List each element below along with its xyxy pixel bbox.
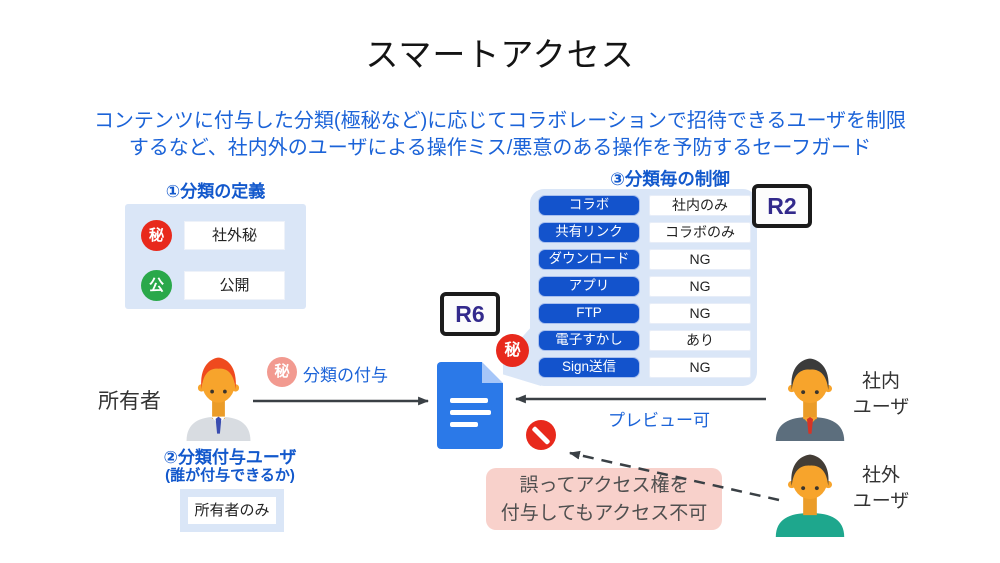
external-user-avatar (775, 454, 845, 537)
control-value-box: NG (649, 276, 751, 297)
document-secret-badge: 秘 (496, 334, 529, 367)
assign-user-value: 所有者のみ (188, 497, 276, 524)
document-fold-corner (482, 362, 503, 383)
document-text-line (450, 398, 488, 403)
assign-user-subheading: (誰が付与できるか) (165, 467, 295, 484)
internal-user-label: 社内 ユーザ (842, 369, 920, 421)
external-user-label: 社外 ユーザ (842, 463, 920, 515)
public-badge-icon: 公 (141, 270, 172, 301)
control-name-pill: Sign送信 (538, 357, 640, 378)
assign-user-heading: ②分類付与ユーザ (163, 448, 297, 467)
assign-user-panel: 所有者のみ (180, 489, 284, 532)
internal-user-label-line2: ユーザ (852, 397, 910, 418)
r2-badge: R2 (752, 184, 812, 228)
warning-note: 誤ってアクセス権を 付与してもアクセス不可 (486, 468, 722, 530)
external-user-label-line2: ユーザ (852, 491, 910, 512)
control-value-box: NG (649, 303, 751, 324)
definition-row: 公 公開 (141, 270, 306, 301)
no-entry-slash (531, 425, 551, 445)
control-value-box: あり (649, 330, 751, 351)
control-name-pill: 共有リンク (538, 222, 640, 243)
control-name-pill: アプリ (538, 276, 640, 297)
assign-secret-badge: 秘 (267, 357, 297, 387)
control-value-box: コラボのみ (649, 222, 751, 243)
description-line-2: するなど、社内外のユーザによる操作ミス/悪意のある操作を予防するセーフガード (128, 137, 872, 159)
owner-label: 所有者 (98, 390, 161, 413)
controls-panel: コラボ 社内のみ 共有リンク コラボのみ ダウンロード NG アプリ NG FT… (530, 189, 757, 386)
document-icon (437, 362, 503, 449)
control-name-pill: FTP (538, 303, 640, 324)
description: コンテンツに付与した分類(極秘など)に応じてコラボレーションで招待できるユーザを… (0, 108, 1000, 162)
warning-line-2: 付与してもアクセス不可 (500, 503, 708, 524)
control-value-box: NG (649, 357, 751, 378)
definition-label: 社外秘 (184, 221, 285, 250)
internal-user-avatar (775, 358, 845, 441)
definition-panel: 秘 社外秘 公 公開 (125, 204, 306, 309)
control-name-pill: コラボ (538, 195, 640, 216)
assign-action-label: 分類の付与 (303, 366, 388, 385)
internal-user-label-line1: 社内 (861, 371, 900, 392)
definition-label: 公開 (184, 271, 285, 300)
control-row: 共有リンク コラボのみ (538, 222, 757, 243)
control-row: FTP NG (538, 303, 757, 324)
document-text-line (450, 422, 478, 427)
control-row: コラボ 社内のみ (538, 195, 757, 216)
controls-heading: ③分類毎の制御 (610, 169, 730, 189)
definition-heading: ①分類の定義 (165, 182, 266, 201)
control-row: ダウンロード NG (538, 249, 757, 270)
owner-avatar (186, 357, 251, 441)
control-row: アプリ NG (538, 276, 757, 297)
warning-line-1: 誤ってアクセス権を (519, 475, 689, 496)
document-text-line (450, 410, 491, 415)
preview-label: プレビュー可 (608, 411, 710, 430)
secret-badge-icon: 秘 (141, 220, 172, 251)
control-value-box: 社内のみ (649, 195, 751, 216)
control-value-box: NG (649, 249, 751, 270)
control-name-pill: ダウンロード (538, 249, 640, 270)
page-title: スマートアクセス (365, 36, 635, 73)
description-line-1: コンテンツに付与した分類(極秘など)に応じてコラボレーションで招待できるユーザを… (93, 110, 907, 132)
r6-badge: R6 (440, 292, 500, 336)
control-name-pill: 電子すかし (538, 330, 640, 351)
control-row: Sign送信 NG (538, 357, 757, 378)
control-row: 電子すかし あり (538, 330, 757, 351)
definition-row: 秘 社外秘 (141, 204, 306, 251)
no-entry-icon (526, 420, 556, 450)
external-user-label-line1: 社外 (861, 465, 900, 486)
